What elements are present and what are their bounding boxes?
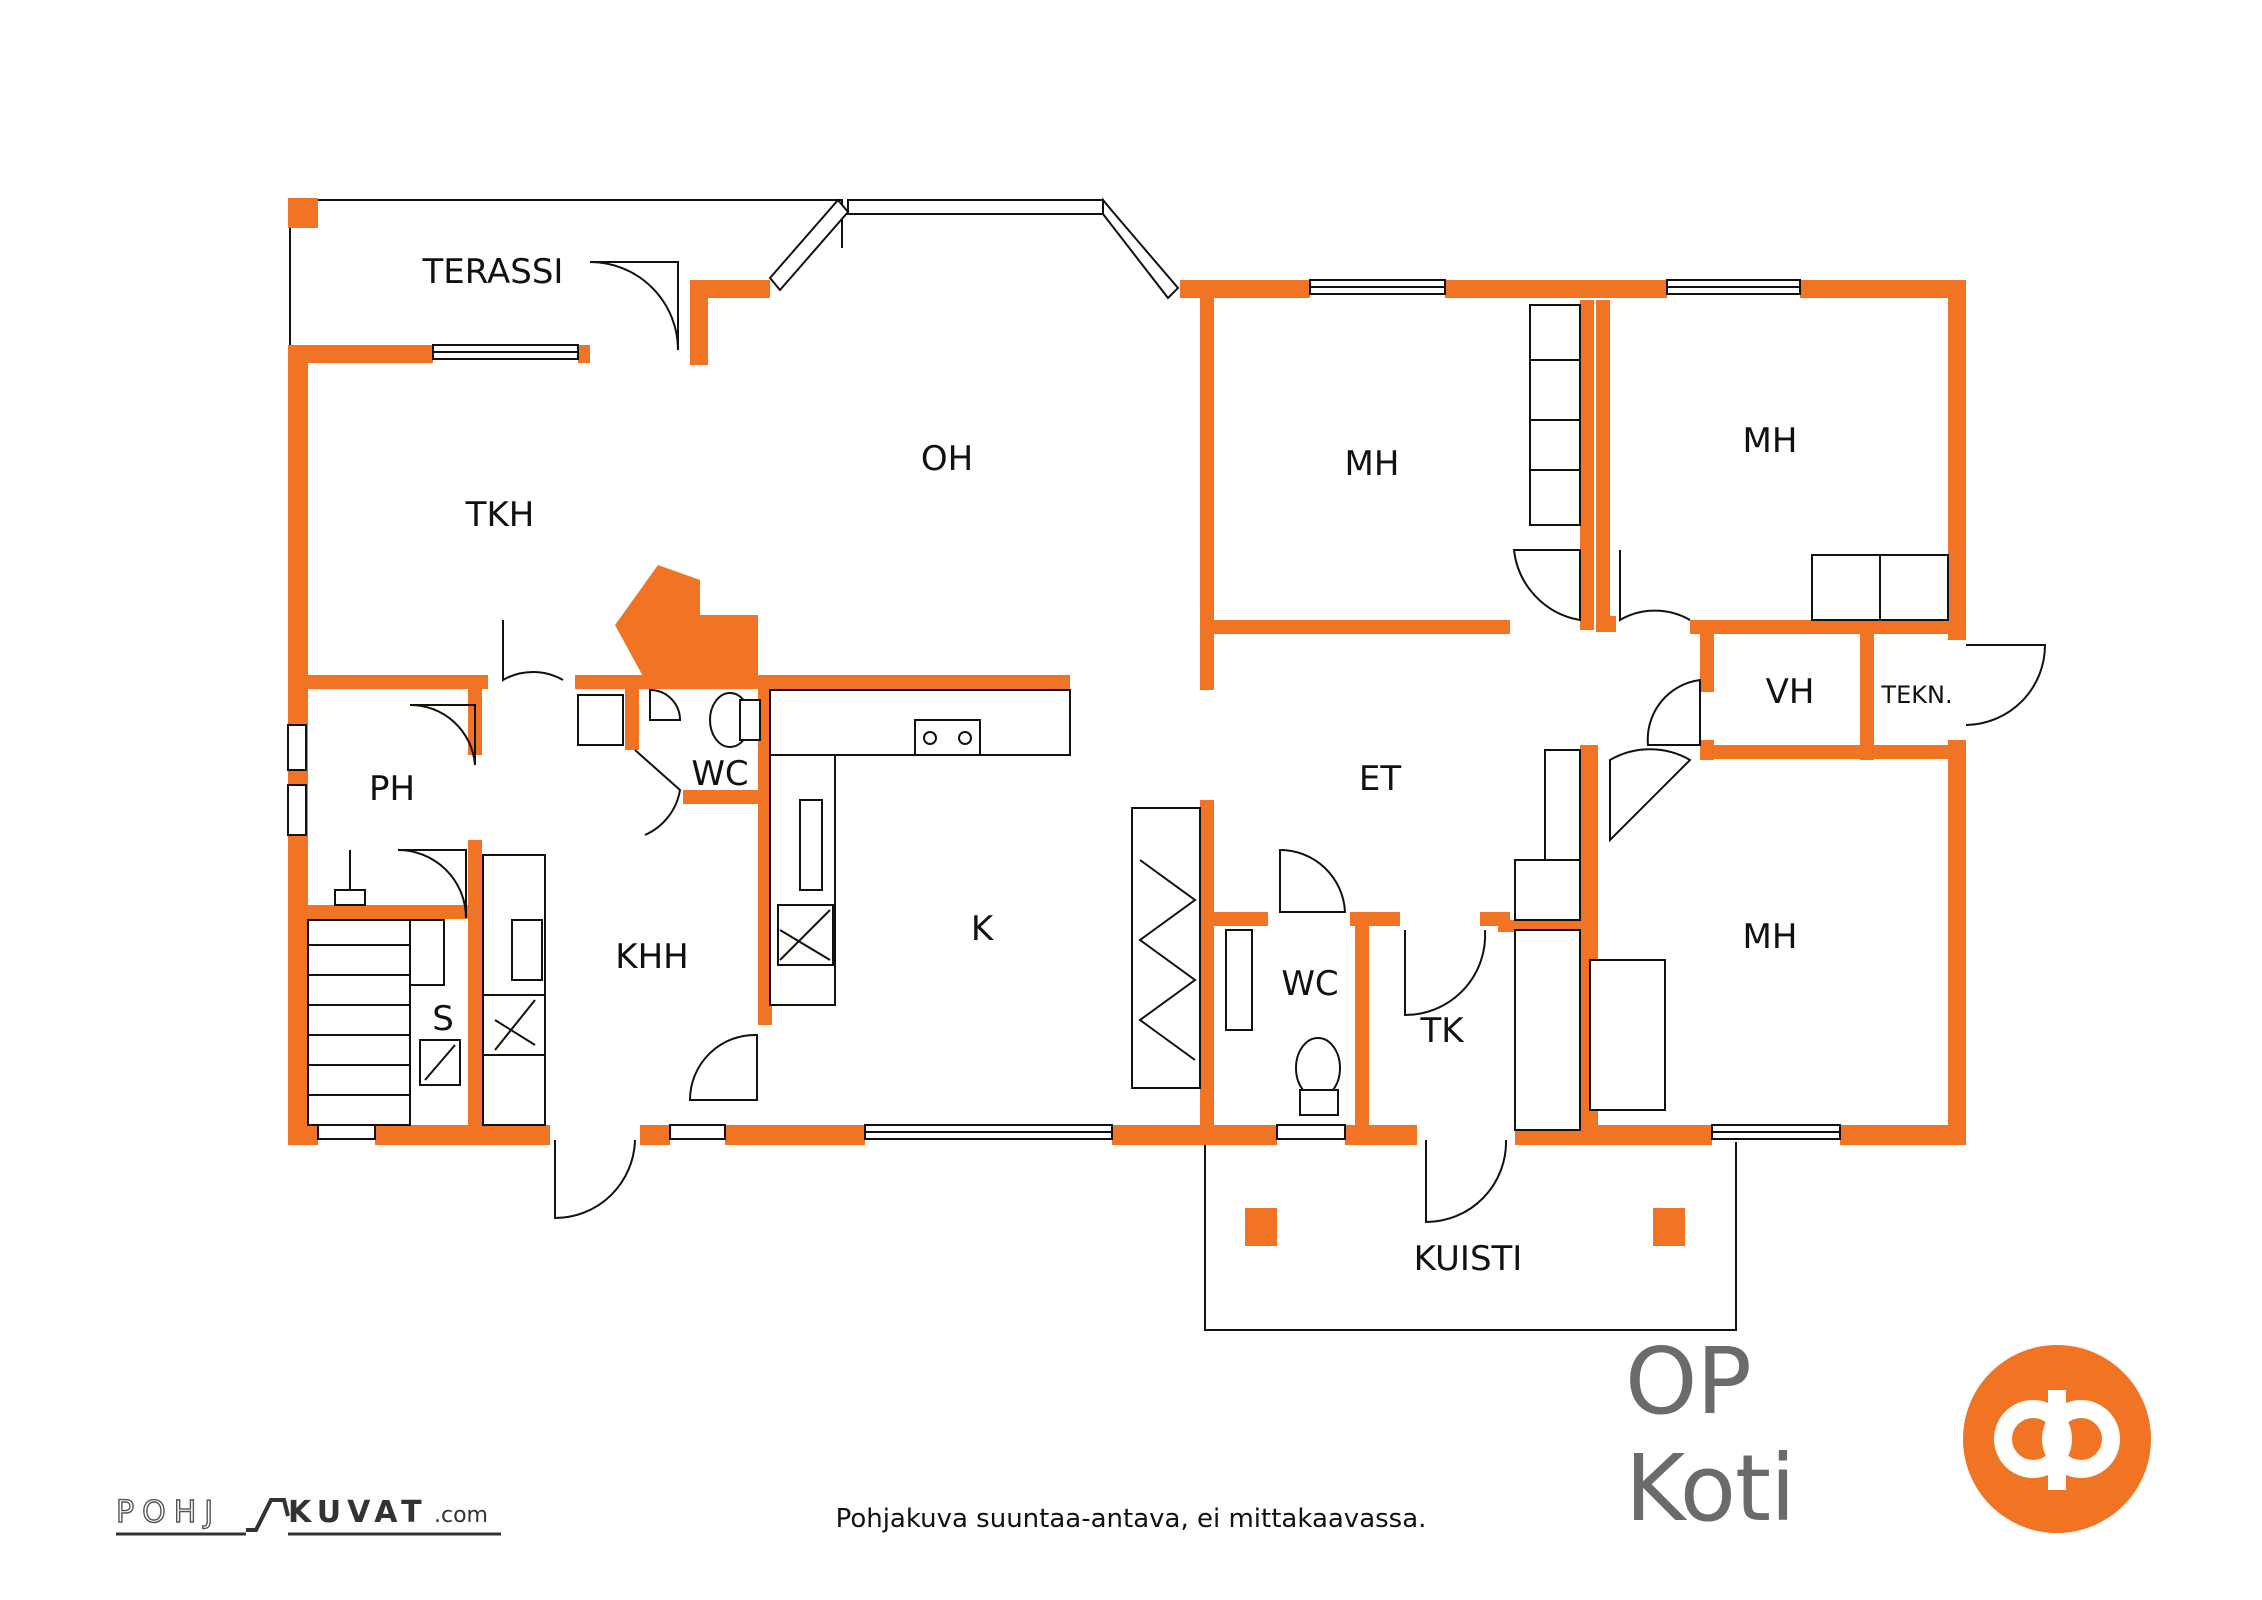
disclaimer-text: Pohjakuva suuntaa-antava, ei mittakaavas… [835,1504,1427,1534]
room-wc-1: WC [691,754,748,794]
room-tekn: TEKN. [1880,681,1952,709]
porch-outline [1204,1142,1737,1331]
logo-part-1: POHJ [116,1495,221,1530]
room-tkh: TKH [465,495,535,535]
room-s: S [432,999,454,1039]
pohjakuvat-logo: POHJ KUVAT .com [116,1494,501,1536]
room-khh: KHH [615,937,688,977]
room-vh: VH [1766,672,1815,712]
logo-part-2: KUVAT [288,1495,428,1530]
brand-name: OP Koti [1625,1328,1796,1542]
room-mh-3: MH [1743,917,1798,957]
room-et: ET [1359,759,1401,799]
op-logo-icon [1963,1345,2151,1533]
room-kuisti: KUISTI [1414,1239,1523,1279]
room-tk: TK [1419,1011,1465,1051]
room-ph: PH [369,769,415,809]
porch-post-right [1653,1208,1685,1246]
room-mh-1: MH [1345,444,1400,484]
room-labels: TERASSI OH TKH MH MH MH PH WC WC KHH K E… [369,252,1953,1279]
fixtures [307,304,1949,1131]
room-wc-2: WC [1281,964,1338,1004]
doors [397,261,2047,1224]
room-k: K [971,909,995,949]
logo-suffix: .com [434,1503,488,1528]
terrace-outline [289,199,843,345]
windows [287,197,1841,1140]
room-mh-2: MH [1743,421,1798,461]
room-oh: OH [921,439,973,479]
room-terassi: TERASSI [422,252,564,292]
porch-post-left [1245,1208,1277,1246]
terrace-post [288,198,318,228]
